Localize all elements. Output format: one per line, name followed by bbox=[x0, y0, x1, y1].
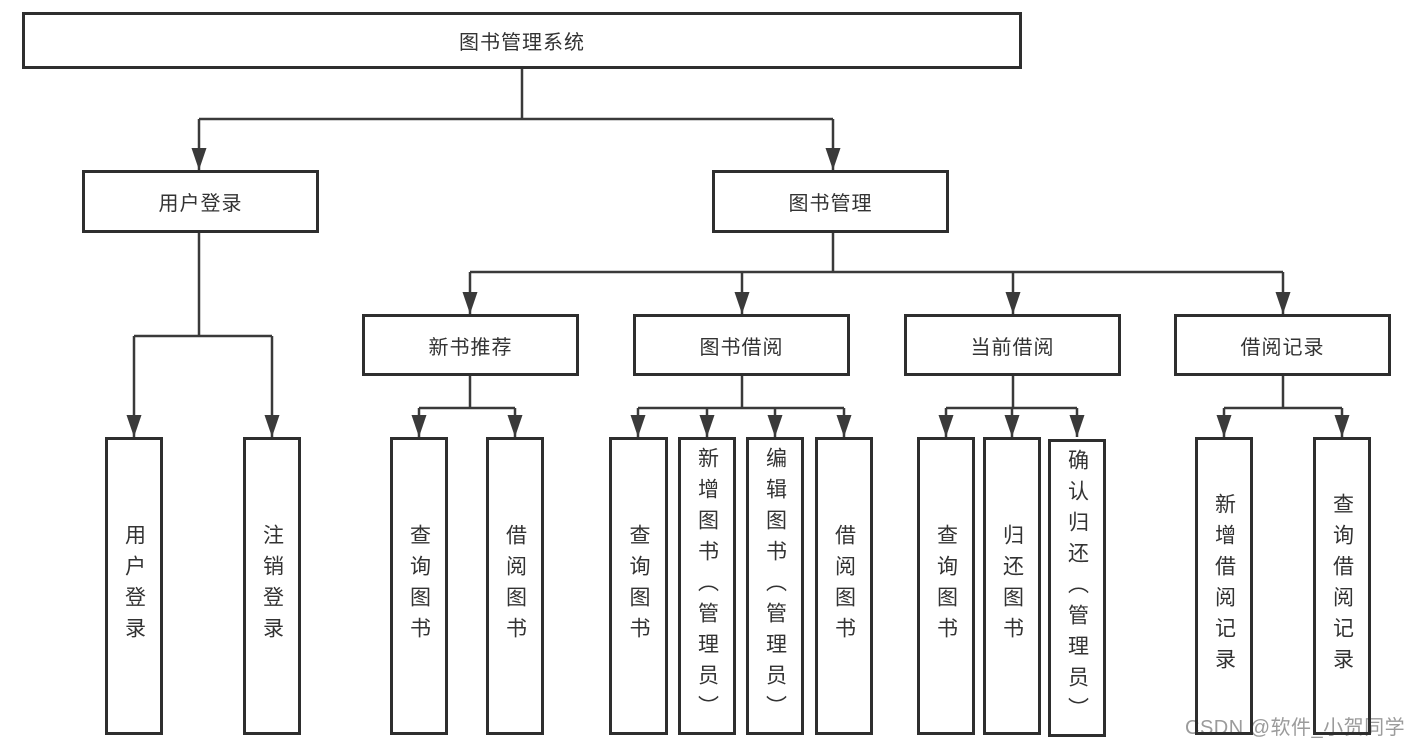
leaf-return-books: 归还图书 bbox=[983, 437, 1041, 735]
node-borrow-records-label: 借阅记录 bbox=[1240, 336, 1325, 359]
leaf-user-login: 用户登录 bbox=[105, 437, 163, 735]
leaf-add-borrow-record-label: 新增借阅记录 bbox=[1212, 493, 1236, 679]
leaf-query-books-recommend-label: 查询图书 bbox=[407, 524, 431, 648]
node-current-borrow: 当前借阅 bbox=[904, 314, 1121, 376]
leaf-query-books-borrow: 查询图书 bbox=[609, 437, 668, 735]
leaf-add-books-admin-label: 新增图书（管理员） bbox=[695, 446, 719, 726]
csdn-watermark: CSDN @软件_小贺同学 bbox=[1185, 717, 1405, 739]
leaf-edit-books-admin-label: 编辑图书（管理员） bbox=[763, 446, 787, 726]
leaf-query-books-recommend: 查询图书 bbox=[390, 437, 448, 735]
leaf-query-books-borrow-label: 查询图书 bbox=[627, 524, 650, 648]
leaf-borrow-books: 借阅图书 bbox=[815, 437, 873, 735]
node-new-book-recommend-label: 新书推荐 bbox=[428, 336, 513, 359]
leaf-borrow-books-recommend-label: 借阅图书 bbox=[503, 524, 527, 648]
node-current-borrow-label: 当前借阅 bbox=[970, 336, 1055, 359]
node-user-login-group: 用户登录 bbox=[82, 170, 319, 233]
leaf-return-books-label: 归还图书 bbox=[1000, 524, 1024, 648]
leaf-confirm-return-admin: 确认归还（管理员） bbox=[1048, 439, 1106, 737]
leaf-borrow-books-label: 借阅图书 bbox=[832, 524, 856, 648]
leaf-query-books-current: 查询图书 bbox=[917, 437, 975, 735]
node-library-management-system: 图书管理系统 bbox=[22, 12, 1022, 69]
node-book-management-label: 图书管理 bbox=[788, 193, 873, 215]
leaf-query-books-current-label: 查询图书 bbox=[934, 524, 958, 648]
node-new-book-recommend: 新书推荐 bbox=[362, 314, 579, 376]
leaf-confirm-return-admin-label: 确认归还（管理员） bbox=[1065, 448, 1089, 728]
node-user-login-group-label: 用户登录 bbox=[158, 193, 243, 215]
leaf-logout: 注销登录 bbox=[243, 437, 301, 735]
leaf-borrow-books-recommend: 借阅图书 bbox=[486, 437, 544, 735]
leaf-add-borrow-record: 新增借阅记录 bbox=[1195, 437, 1253, 735]
leaf-query-borrow-record: 查询借阅记录 bbox=[1313, 437, 1371, 735]
node-library-management-system-label: 图书管理系统 bbox=[459, 32, 585, 54]
node-book-management: 图书管理 bbox=[712, 170, 949, 233]
node-borrow-records: 借阅记录 bbox=[1174, 314, 1391, 376]
leaf-query-borrow-record-label: 查询借阅记录 bbox=[1330, 493, 1354, 679]
node-book-borrow-label: 图书借阅 bbox=[699, 336, 784, 359]
node-book-borrow: 图书借阅 bbox=[633, 314, 850, 376]
leaf-edit-books-admin: 编辑图书（管理员） bbox=[746, 437, 804, 735]
leaf-user-login-label: 用户登录 bbox=[122, 524, 146, 648]
leaf-logout-label: 注销登录 bbox=[260, 524, 284, 648]
leaf-add-books-admin: 新增图书（管理员） bbox=[678, 437, 736, 735]
